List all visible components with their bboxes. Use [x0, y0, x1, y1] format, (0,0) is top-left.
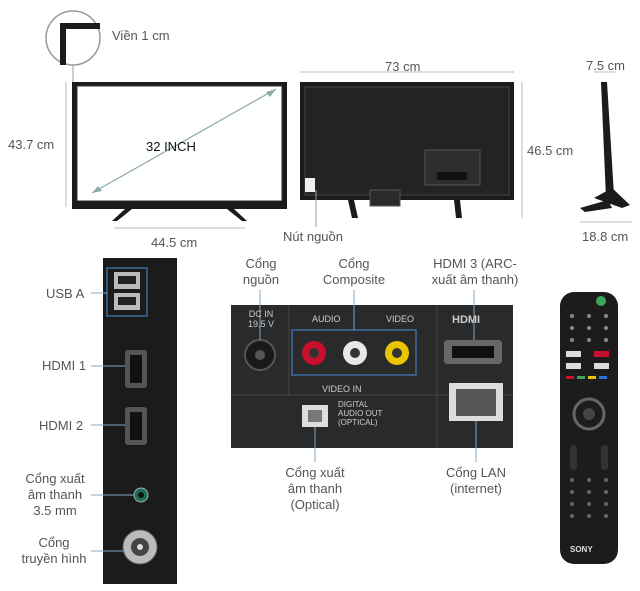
power-port-label: Cổng nguồn	[242, 256, 280, 287]
antenna-label: Cổng truyền hình	[21, 535, 87, 566]
remote-power-icon	[596, 296, 606, 306]
diagonal-line	[91, 88, 277, 194]
remote-control	[560, 292, 618, 564]
side-tv	[580, 82, 630, 212]
panel-digital-audio-text: DIGITAL AUDIO OUT (OPTICAL)	[338, 400, 383, 427]
lan-port-label: Cổng LAN (internet)	[446, 465, 506, 496]
remote-youtube-icon	[566, 351, 581, 357]
rear-panel	[231, 305, 513, 448]
side-port-strip	[91, 258, 177, 584]
hdmi1-label: HDMI 1	[42, 358, 87, 373]
panel-dc-in-text: DC IN 19.5 V	[247, 309, 275, 329]
audio-out-label: Cổng xuất âm thanh 3.5 mm	[25, 471, 85, 518]
back-height-label: 46.5 cm	[527, 143, 574, 158]
hdmi2-label: HDMI 2	[39, 418, 84, 433]
hdmi3-port-label: HDMI 3 (ARC- xuất âm thanh)	[431, 256, 519, 287]
panel-video-in-text: VIDEO IN	[322, 384, 362, 394]
diagonal-arrow-icon	[92, 186, 102, 193]
bezel-label: Viền 1 cm	[112, 28, 170, 43]
power-button-label: Nút nguồn	[283, 229, 343, 244]
diagonal-label: 32 INCH	[146, 139, 196, 154]
front-height-label: 43.7 cm	[8, 137, 55, 152]
composite-port-label: Cổng Composite	[322, 256, 386, 287]
tv-stand-left	[112, 209, 132, 221]
back-width-label: 73 cm	[385, 59, 421, 74]
front-tv	[72, 82, 287, 221]
remote-dpad-icon	[572, 397, 606, 431]
bezel-zoom-circle	[45, 10, 101, 82]
remote-brand-logo: SONY	[570, 545, 593, 554]
panel-video-text: VIDEO	[386, 314, 415, 324]
panel-audio-text: AUDIO	[312, 314, 341, 324]
usb-label: USB A	[46, 286, 85, 301]
side-depth-bottom-label: 18.8 cm	[582, 229, 629, 244]
tv-stand-right	[227, 209, 247, 221]
front-width-label: 44.5 cm	[151, 235, 198, 250]
usb-highlight-box	[106, 267, 148, 317]
back-tv	[300, 82, 514, 227]
rear-port-panel	[231, 290, 513, 462]
optical-port-label: Cổng xuất âm thanh (Optical)	[285, 465, 345, 512]
side-depth-top-label: 7.5 cm	[586, 58, 626, 73]
panel-hdmi-text: HDMI	[452, 314, 481, 326]
remote-netflix-icon	[594, 351, 609, 357]
diagonal-arrow-icon	[266, 89, 276, 97]
